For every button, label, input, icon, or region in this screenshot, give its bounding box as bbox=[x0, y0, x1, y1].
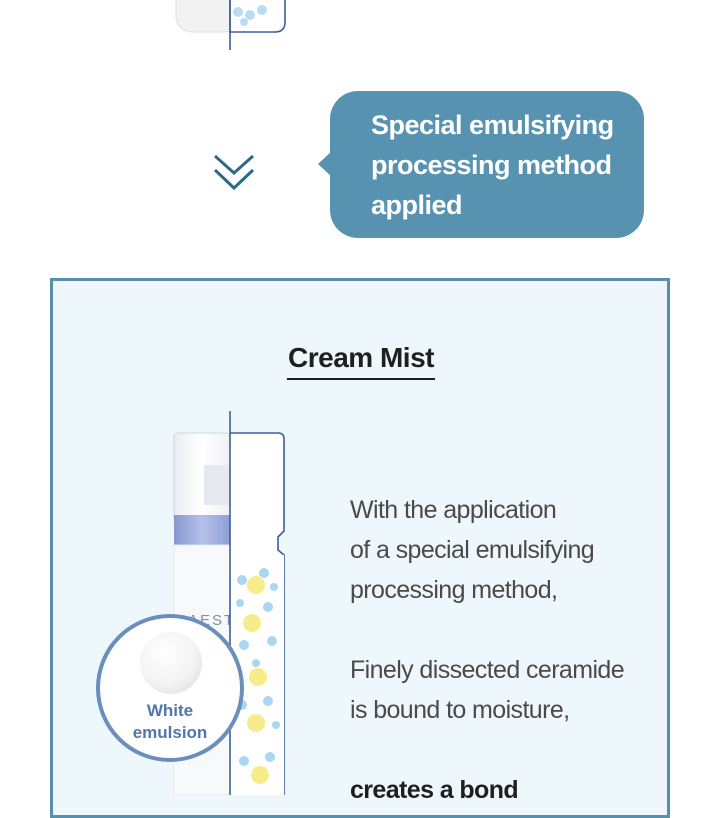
bubble-line: processing method bbox=[371, 150, 612, 180]
speech-bubble-tail bbox=[318, 151, 332, 177]
emulsion-badge-label: White emulsion bbox=[100, 700, 240, 744]
emulsion-drop-icon bbox=[140, 632, 202, 694]
panel-title: Cream Mist bbox=[287, 342, 435, 380]
description-line: is bound to moisture, bbox=[350, 696, 570, 724]
bottle-cross-section-illustration-top bbox=[175, 0, 286, 50]
emulsion-badge-line: emulsion bbox=[132, 723, 208, 742]
bubble-line: Special emulsifying bbox=[371, 110, 614, 140]
description-line: With the application bbox=[350, 496, 557, 524]
description-line: of a special emulsifying bbox=[350, 536, 595, 564]
speech-bubble: Special emulsifying processing method ap… bbox=[330, 91, 644, 238]
double-chevron-down-icon bbox=[213, 154, 255, 191]
description-line: processing method, bbox=[350, 576, 558, 604]
description-paragraph-3-partial: creates a bond bbox=[350, 776, 519, 804]
bubble-line: applied bbox=[371, 190, 463, 220]
emulsion-badge-line: White bbox=[146, 701, 194, 720]
description-paragraph-2: Finely dissected ceramide is bound to mo… bbox=[350, 650, 625, 730]
description-line: Finely dissected ceramide bbox=[350, 656, 625, 684]
description-paragraph-1: With the application of a special emulsi… bbox=[350, 490, 595, 610]
